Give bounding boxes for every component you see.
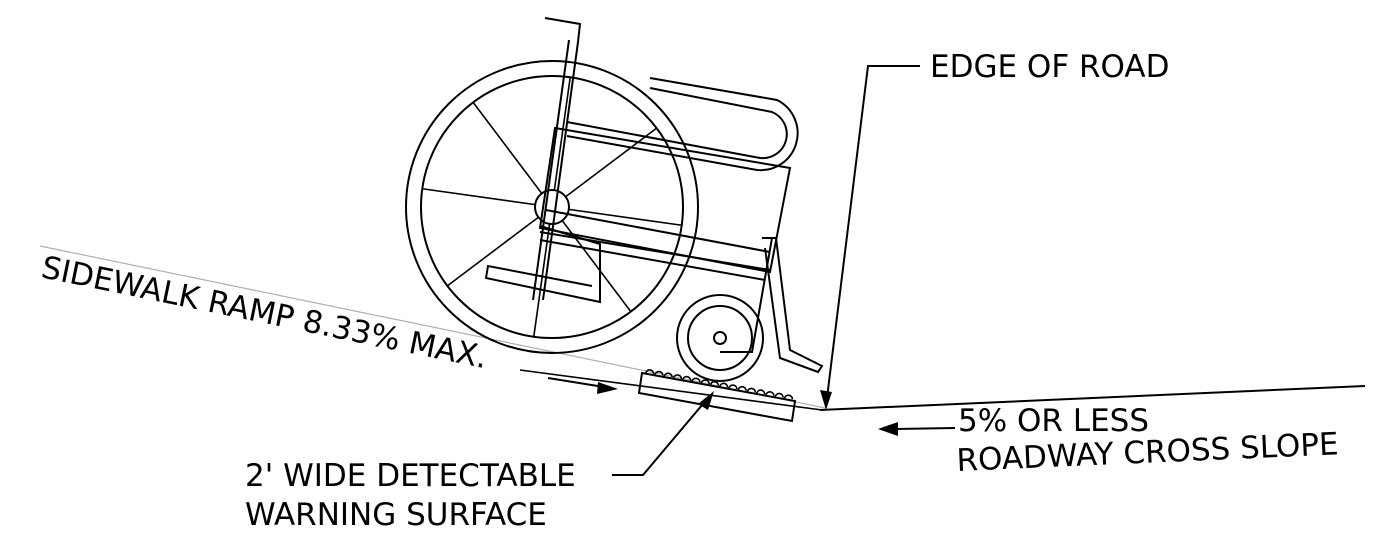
- warning-surface-leader: [612, 391, 714, 476]
- detectable-warning-surface-icon: [637, 369, 797, 423]
- cross-slope-label-line1: 5% OR LESS: [958, 403, 1149, 439]
- roadway-line: [819, 385, 1366, 411]
- ramp-surface-edge: [519, 369, 823, 411]
- edge-of-road-label: EDGE OF ROAD: [930, 49, 1169, 85]
- ramp-slope-arrow: [547, 377, 618, 394]
- warning-surface-label-line1: 2' WIDE DETECTABLE: [245, 458, 576, 494]
- ramp-surface-line: [39, 245, 826, 409]
- ground-profile: [39, 245, 1366, 411]
- edge-of-road-leader: [820, 65, 920, 410]
- warning-surface-label-line2: WARNING SURFACE: [245, 497, 547, 533]
- sidewalk-ramp-label: SIDEWALK RAMP 8.33% MAX.: [38, 250, 490, 377]
- wheelchair-icon: [405, 17, 824, 382]
- cross-slope-arrow: [878, 422, 956, 436]
